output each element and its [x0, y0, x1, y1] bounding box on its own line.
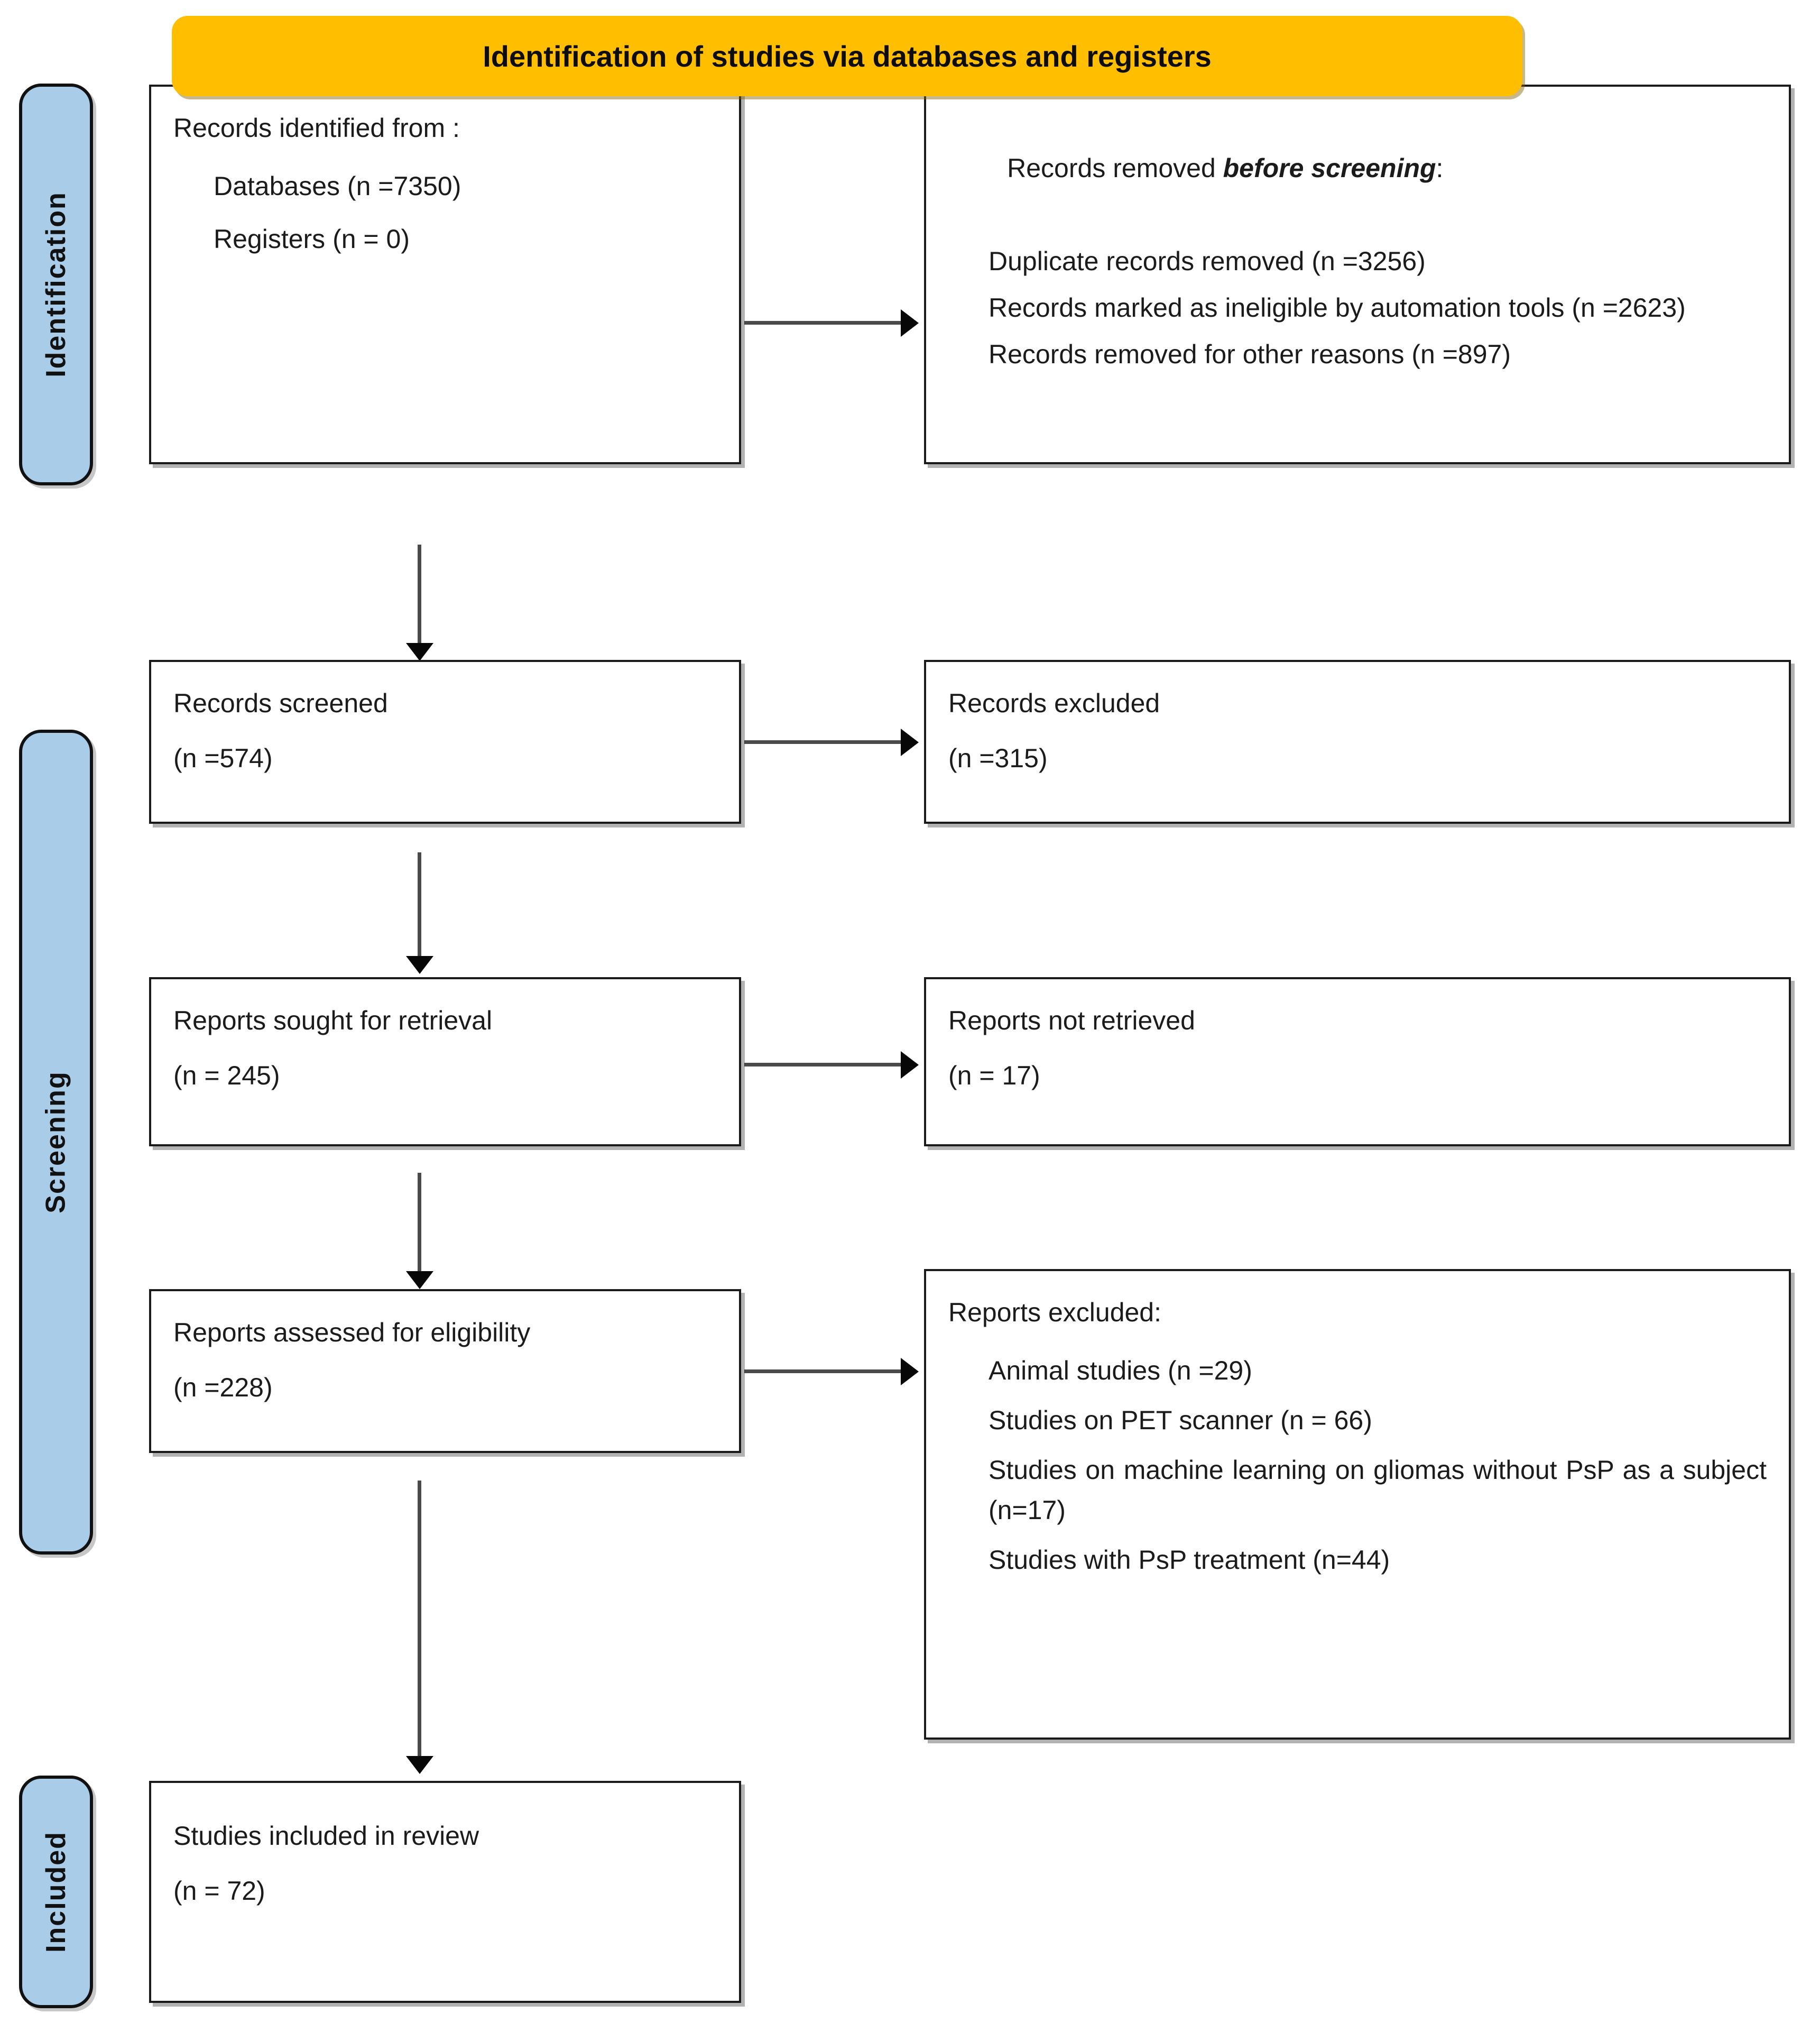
reports-assessed-line-1: Reports assessed for eligibility [173, 1318, 531, 1347]
box-records-identified: Records identified from : Databases (n =… [149, 85, 741, 464]
studies-included-line-2: (n = 72) [173, 1876, 265, 1906]
records-removed-heading-emphasis: before screening [1223, 153, 1436, 183]
reports-not-retrieved-line-2: (n = 17) [948, 1061, 1040, 1090]
section-banner-title: Identification of studies via databases … [483, 39, 1212, 73]
arrow-assessed-to-included [418, 1481, 421, 1758]
reports-sought-line-1: Reports sought for retrieval [173, 1006, 493, 1035]
records-screened-line-1: Records screened [173, 688, 388, 718]
box-reports-assessed: Reports assessed for eligibility (n =228… [149, 1289, 741, 1453]
box-records-excluded: Records excluded (n =315) [924, 660, 1791, 824]
reports-not-retrieved-line-1: Reports not retrieved [948, 1006, 1195, 1035]
arrow-screened-to-sought [418, 852, 421, 958]
records-identified-line-3: Registers (n = 0) [214, 224, 410, 254]
box-reports-not-retrieved: Reports not retrieved (n = 17) [924, 977, 1791, 1146]
box-reports-excluded: Reports excluded: Animal studies (n =29)… [924, 1269, 1791, 1740]
section-banner-identification: Identification of studies via databases … [172, 16, 1522, 96]
records-removed-item-3: Records removed for other reasons (n =89… [988, 339, 1511, 369]
records-removed-item-2: Records marked as ineligible by automati… [988, 293, 1686, 323]
records-removed-heading-prefix: Records removed [1007, 153, 1223, 183]
records-excluded-line-1: Records excluded [948, 688, 1160, 718]
records-removed-item-1: Duplicate records removed (n =3256) [988, 246, 1426, 276]
reports-sought-line-2: (n = 245) [173, 1061, 280, 1090]
stage-tab-screening: Screening [19, 730, 93, 1555]
records-removed-heading-suffix: : [1436, 153, 1444, 183]
records-excluded-line-2: (n =315) [948, 743, 1048, 773]
arrow-assessed-to-reports-excluded [744, 1369, 903, 1373]
reports-excluded-item-1: Animal studies (n =29) [988, 1356, 1252, 1385]
reports-assessed-line-2: (n =228) [173, 1373, 273, 1402]
arrow-sought-to-assessed [418, 1173, 421, 1273]
box-reports-sought: Reports sought for retrieval (n = 245) [149, 977, 741, 1146]
stage-tab-included: Included [19, 1776, 93, 2008]
box-records-screened: Records screened (n =574) [149, 660, 741, 824]
box-records-removed: Records removed before screening: Duplic… [924, 85, 1791, 464]
arrow-screened-to-excluded [744, 740, 903, 744]
studies-included-line-1: Studies included in review [173, 1821, 479, 1851]
records-identified-line-2: Databases (n =7350) [214, 171, 461, 201]
reports-excluded-heading: Reports excluded: [948, 1298, 1162, 1327]
records-removed-heading: Records removed before screening: [948, 108, 1767, 228]
reports-excluded-item-3: Studies on machine learning on gliomas w… [988, 1455, 1789, 1525]
reports-excluded-item-2: Studies on PET scanner (n = 66) [988, 1405, 1372, 1435]
stage-tab-included-label: Included [41, 1831, 72, 1953]
stage-tab-identification: Identification [19, 84, 93, 485]
stage-tab-identification-label: Identification [41, 191, 71, 378]
records-screened-line-2: (n =574) [173, 743, 273, 773]
arrow-sought-to-not-retrieved [744, 1063, 903, 1066]
arrow-identified-to-screened [418, 545, 421, 645]
records-identified-line-1: Records identified from : [173, 113, 460, 143]
box-studies-included: Studies included in review (n = 72) [149, 1781, 741, 2003]
reports-excluded-item-4: Studies with PsP treatment (n=44) [988, 1545, 1390, 1575]
stage-tab-screening-label: Screening [41, 1071, 72, 1213]
arrow-identified-to-removed [744, 321, 903, 325]
